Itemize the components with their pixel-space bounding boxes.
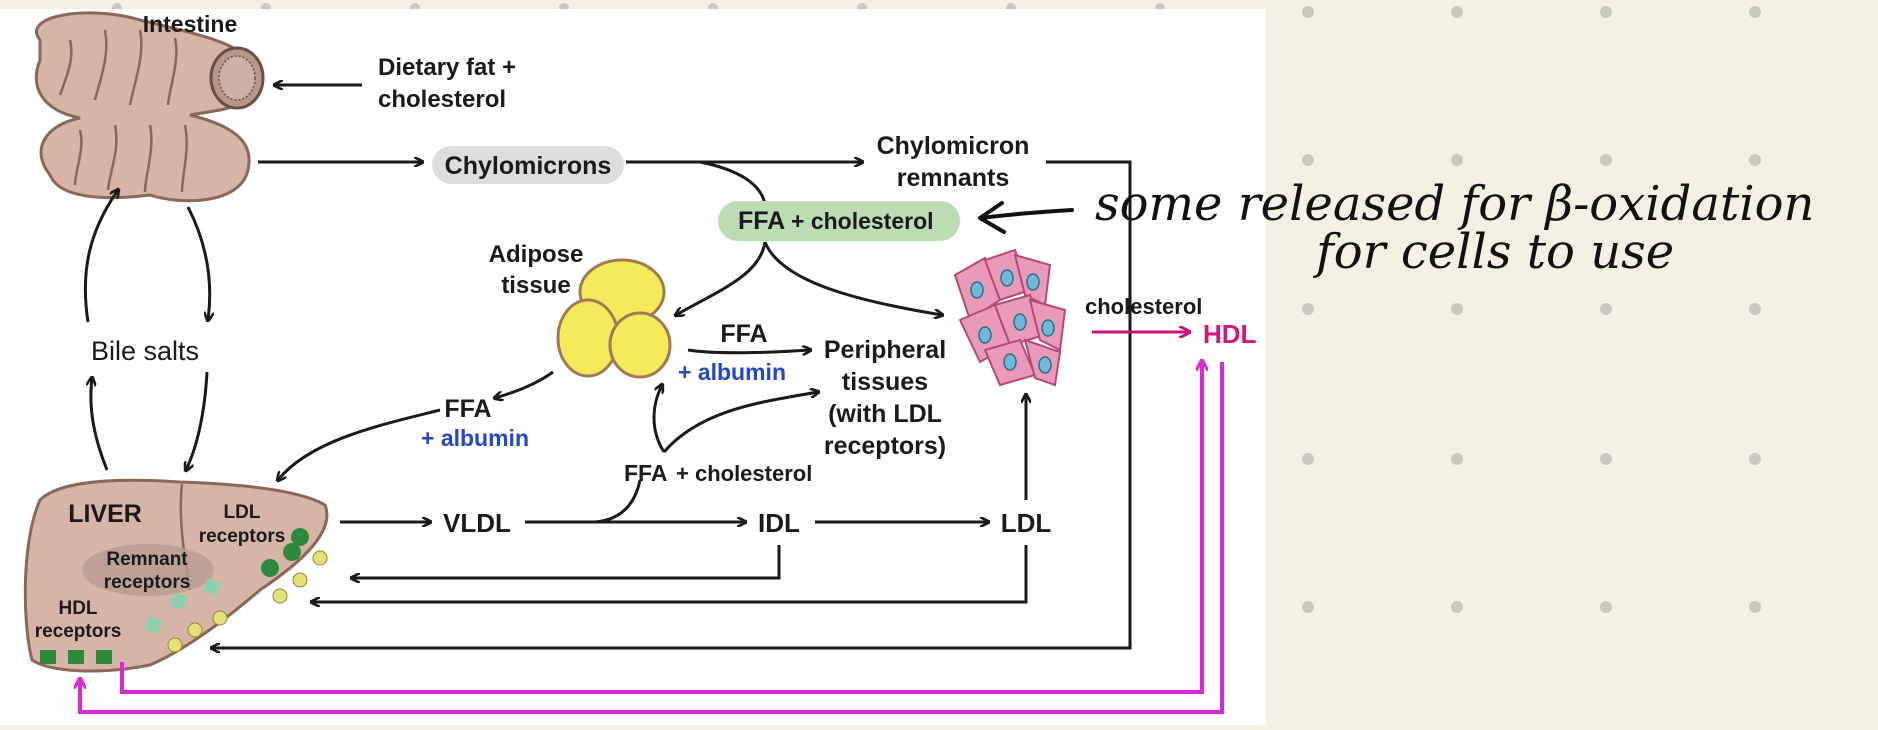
ffa-chol-low-ffa: FFA [624, 460, 667, 486]
ldl-receptors-label-line1: LDL [224, 502, 261, 523]
arrow-bile-to-liver [186, 371, 209, 470]
ldl-receptors-label-line2: receptors [199, 526, 286, 547]
ffa-top-label: FFA [720, 320, 767, 348]
dietary-label-line2: cholesterol [378, 86, 506, 113]
peripheral-label-line4: receptors) [824, 432, 946, 460]
arrow-liver-to-bile [91, 378, 109, 471]
chylomicrons-highlight [432, 146, 624, 184]
peripheral-label-line3: (with LDL [828, 400, 942, 428]
ffa-highlight-cholesterol: + cholesterol [791, 208, 934, 234]
hdl-label: HDL [1203, 319, 1257, 349]
peripheral-label-line2: tissues [842, 368, 928, 396]
arrow-idl-to-liver [352, 545, 781, 578]
arrow-intestine-to-bile [186, 206, 210, 320]
intestine-illustration [34, 11, 265, 203]
vldl-label: VLDL [443, 508, 511, 538]
arrow-liver-to-hdl [120, 362, 1202, 694]
cholesterol-label: cholesterol [1085, 294, 1202, 319]
connector-vldl-to-ffa-chol [594, 479, 642, 524]
connector-chylo-to-ffa [699, 160, 767, 206]
hdl-receptors-label-line2: receptors [35, 621, 122, 642]
arrow-adipose-to-peripheral [687, 350, 810, 353]
adipose-cells [556, 258, 672, 379]
ffa-cholesterol-highlight [718, 201, 960, 241]
remnant-receptors-label-line1: Remnant [106, 549, 188, 570]
bile-salts-label: Bile salts [91, 336, 199, 366]
remnants-label-line2: remnants [897, 164, 1010, 192]
annotation-line1: some released for β-oxidation [1095, 176, 1814, 232]
ldl-label: LDL [1001, 508, 1052, 538]
intestine-label: Intestine [143, 11, 238, 37]
arrow-ffa-to-adipose [676, 241, 767, 315]
arrow-bile-to-intestine [83, 190, 118, 323]
annotation-line2: for cells to use [1313, 224, 1674, 280]
hdl-receptors-label-line1: HDL [58, 598, 97, 619]
ffa-highlight-ffa: FFA [738, 207, 785, 235]
liver-label: LIVER [68, 500, 142, 528]
chylomicrons-label: Chylomicrons [445, 152, 612, 180]
annotation-arrow-head [978, 201, 1006, 234]
ffa-left-label: FFA [444, 395, 491, 423]
arrow-ldl-to-liver [312, 545, 1028, 602]
adipose-label-line2: tissue [501, 272, 570, 299]
arrow-ffa-chol-to-adipose [652, 385, 666, 453]
arrow-ffa-chol-to-peripheral [662, 392, 818, 453]
arrow-adipose-to-ffa-left [495, 370, 554, 398]
albumin-top-label: + albumin [678, 359, 786, 385]
arrow-hdl-to-liver [80, 362, 1224, 714]
annotation-arrow-line [980, 208, 1074, 220]
adipose-label-line1: Adipose [489, 241, 584, 268]
remnant-receptors-label-line2: receptors [104, 572, 191, 593]
arrow-ffa-left-to-liver [278, 408, 441, 480]
remnants-label-line1: Chylomicron [877, 132, 1030, 160]
arrow-remnants-to-liver [212, 160, 1132, 648]
tissue-cells-illustration [953, 248, 1067, 387]
ffa-chol-low-rest: + cholesterol [676, 461, 812, 486]
albumin-left-label: + albumin [421, 425, 529, 451]
dietary-label-line1: Dietary fat + [378, 54, 516, 81]
peripheral-label-line1: Peripheral [824, 336, 946, 364]
idl-label: IDL [758, 508, 800, 538]
arrow-ffa-to-tissue-cells [763, 241, 942, 315]
liver-illustration [23, 478, 329, 673]
